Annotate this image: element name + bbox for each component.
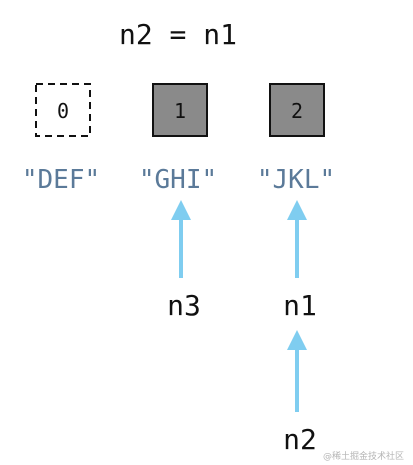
pointer-n2-label: n2	[283, 423, 317, 456]
cell-0-box	[35, 83, 91, 137]
cell-1-string: "GHI"	[139, 165, 217, 195]
cell-1-box	[152, 83, 208, 137]
cell-2-string: "JKL"	[257, 165, 335, 195]
cell-0-index: 0	[57, 99, 69, 123]
pointer-n3-label: n3	[167, 289, 201, 322]
cell-0-string: "DEF"	[22, 165, 100, 195]
diagram-title: n2 = n1	[119, 18, 237, 51]
cell-1-index: 1	[174, 99, 186, 123]
pointer-n1-label: n1	[283, 289, 317, 322]
cell-2-index: 2	[291, 99, 303, 123]
cell-2-box	[269, 83, 325, 137]
watermark-text: @稀土掘金技术社区	[323, 450, 404, 462]
